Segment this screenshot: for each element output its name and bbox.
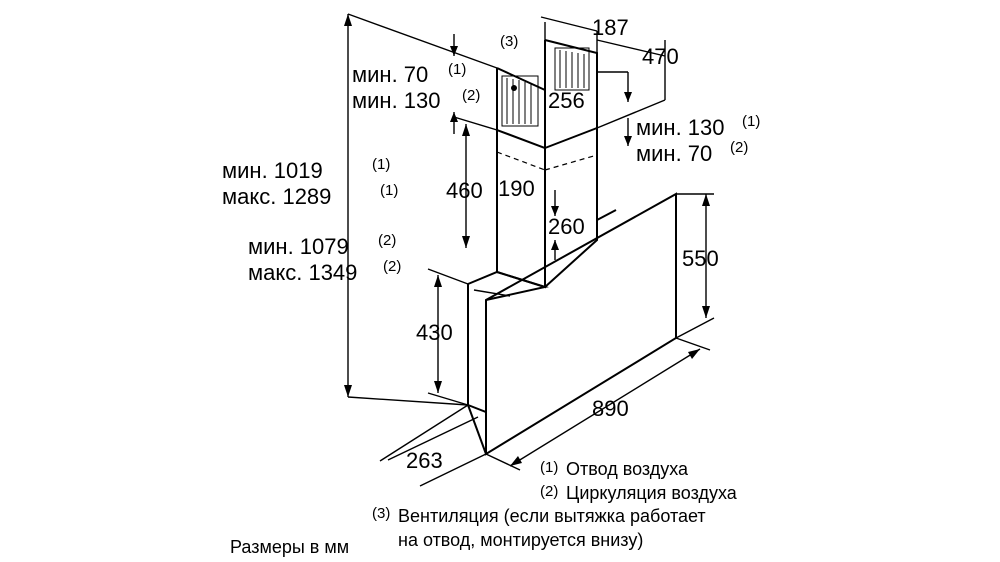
dim-max1289: макс. 1289 <box>222 184 331 209</box>
dim-190: 190 <box>498 176 535 201</box>
legend-text-1: Отвод воздуха <box>566 459 689 479</box>
legend-ref-2: (2) <box>540 483 558 500</box>
dim-min70-left: мин. 70 <box>352 62 428 87</box>
dim-min130-right: мин. 130 <box>636 115 725 140</box>
legend-ref-3: (3) <box>372 505 390 522</box>
dim-min70-right: мин. 70 <box>636 141 712 166</box>
legend-text-3: Вентиляция (если вытяжка работает <box>398 506 706 526</box>
overlap-dash-2 <box>544 154 598 171</box>
dim-min1079: мин. 1079 <box>248 234 349 259</box>
dim-min1019-ref: (1) <box>372 156 390 173</box>
dim-max1349: макс. 1349 <box>248 260 357 285</box>
dim-max1289-ref: (1) <box>380 182 398 199</box>
dim-min130-right-ref: (1) <box>742 113 760 130</box>
dim-256: 256 <box>548 88 585 113</box>
dimension-lines <box>344 13 715 487</box>
dim-187: 187 <box>592 15 629 40</box>
dim-min1079-ref: (2) <box>378 232 396 249</box>
vent-ref-label: (3) <box>500 33 518 50</box>
lower-chimney <box>496 130 546 289</box>
glass-panel-joint-2 <box>467 404 487 455</box>
hood-body <box>467 284 487 414</box>
dim-263: 263 <box>406 448 443 473</box>
dim-min70-left-ref: (1) <box>448 61 466 78</box>
glass-panel-joint <box>596 209 617 221</box>
dim-260: 260 <box>548 214 585 239</box>
units-note: Размеры в мм <box>230 537 349 557</box>
hood-body-inner <box>473 289 511 297</box>
upper-chimney-side <box>544 39 598 149</box>
dim-470: 470 <box>642 44 679 69</box>
dim-460: 460 <box>446 178 483 203</box>
legend-text-2: Циркуляция воздуха <box>566 483 738 503</box>
vent-grille-icon <box>501 47 590 127</box>
overlap-dash-1 <box>496 151 546 171</box>
dim-max1349-ref: (2) <box>383 258 401 275</box>
dim-550: 550 <box>682 246 719 271</box>
legend-text-3b: на отвод, монтируется внизу) <box>398 530 643 550</box>
legend-ref-1: (1) <box>540 459 558 476</box>
dim-min130-left-ref: (2) <box>462 87 480 104</box>
dim-min70-right-ref: (2) <box>730 139 748 156</box>
dim-890: 890 <box>592 396 629 421</box>
dim-430: 430 <box>416 320 453 345</box>
dim-min130-left: мин. 130 <box>352 88 441 113</box>
legend: (1) Отвод воздуха (2) Циркуляция воздуха… <box>372 459 738 550</box>
dim-min1019: мин. 1019 <box>222 158 323 183</box>
lower-chimney-side <box>544 128 598 288</box>
